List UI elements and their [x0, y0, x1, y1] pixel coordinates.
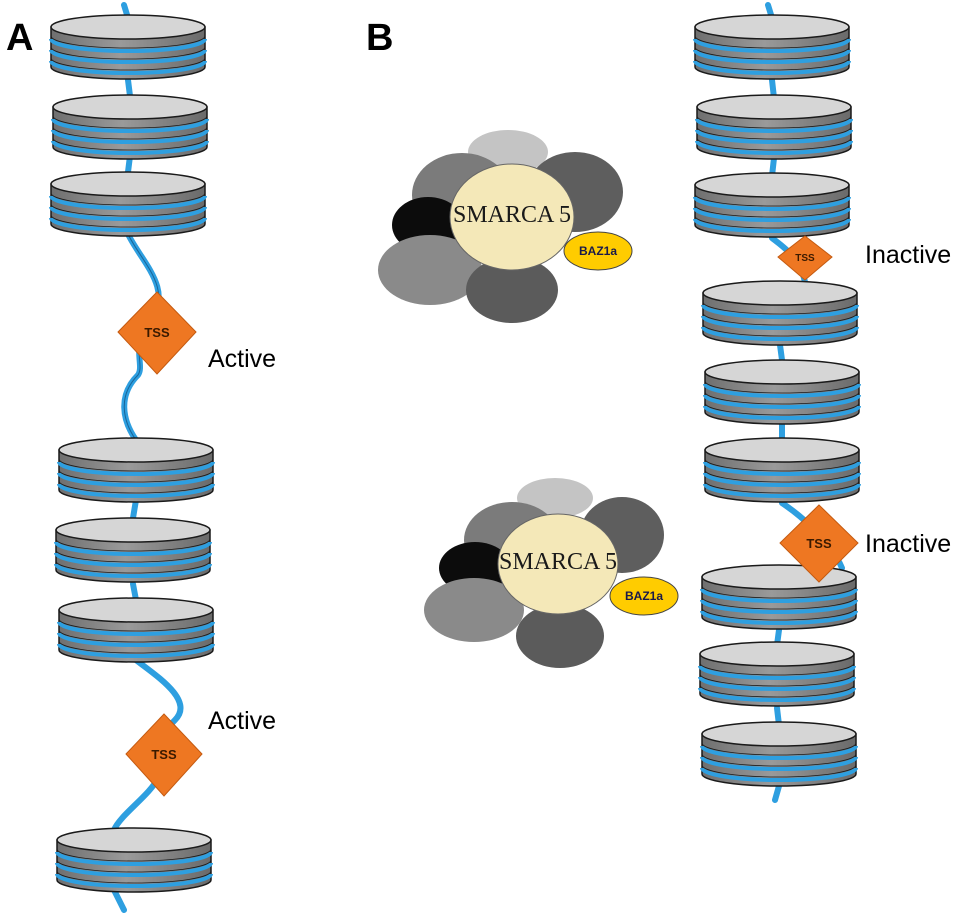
nucleosome [693, 13, 851, 81]
nucleosome [49, 13, 207, 81]
panel-a: A TSS TSS Active Active [6, 2, 276, 913]
enzyme-label: SMARCA 5 [453, 202, 571, 228]
remodeling-complex: SMARCA 5 BAZ1a [378, 130, 633, 323]
nucleosome [703, 436, 861, 504]
nucleosome [703, 358, 861, 426]
nucleosome [57, 436, 215, 504]
nucleosome [54, 516, 212, 584]
tss-marker: TSS [125, 713, 203, 797]
svg-text:TSS: TSS [144, 325, 170, 340]
panel-b-label: B [366, 17, 393, 59]
tss-marker: TSS [779, 504, 859, 583]
svg-text:TSS: TSS [151, 747, 177, 762]
panel-b: B SMARCA 5 BAZ1a SMARCA 5 BAZ1a [366, 2, 951, 803]
svg-text:TSS: TSS [795, 253, 815, 264]
nucleosome [55, 826, 213, 894]
tss-marker: TSS [117, 291, 197, 375]
state-label-active: Active [208, 345, 276, 373]
state-label-active: Active [208, 707, 276, 735]
nucleosome [700, 720, 858, 788]
nucleosome [693, 171, 851, 239]
subunit-label: BAZ1a [625, 589, 663, 603]
nucleosome [51, 93, 209, 161]
nucleosome [700, 563, 858, 631]
state-label-inactive: Inactive [865, 241, 951, 269]
nucleosome [701, 279, 859, 347]
remodeling-complex: SMARCA 5 BAZ1a [424, 478, 679, 668]
nucleosome [49, 170, 207, 238]
svg-text:TSS: TSS [806, 536, 832, 551]
nucleosome [57, 596, 215, 664]
tss-marker: TSS [777, 235, 833, 281]
state-label-inactive: Inactive [865, 530, 951, 558]
subunit-label: BAZ1a [579, 244, 617, 258]
enzyme-label: SMARCA 5 [499, 549, 617, 575]
nucleosome [698, 640, 856, 708]
nucleosome [695, 93, 853, 161]
panel-a-label: A [6, 17, 33, 59]
